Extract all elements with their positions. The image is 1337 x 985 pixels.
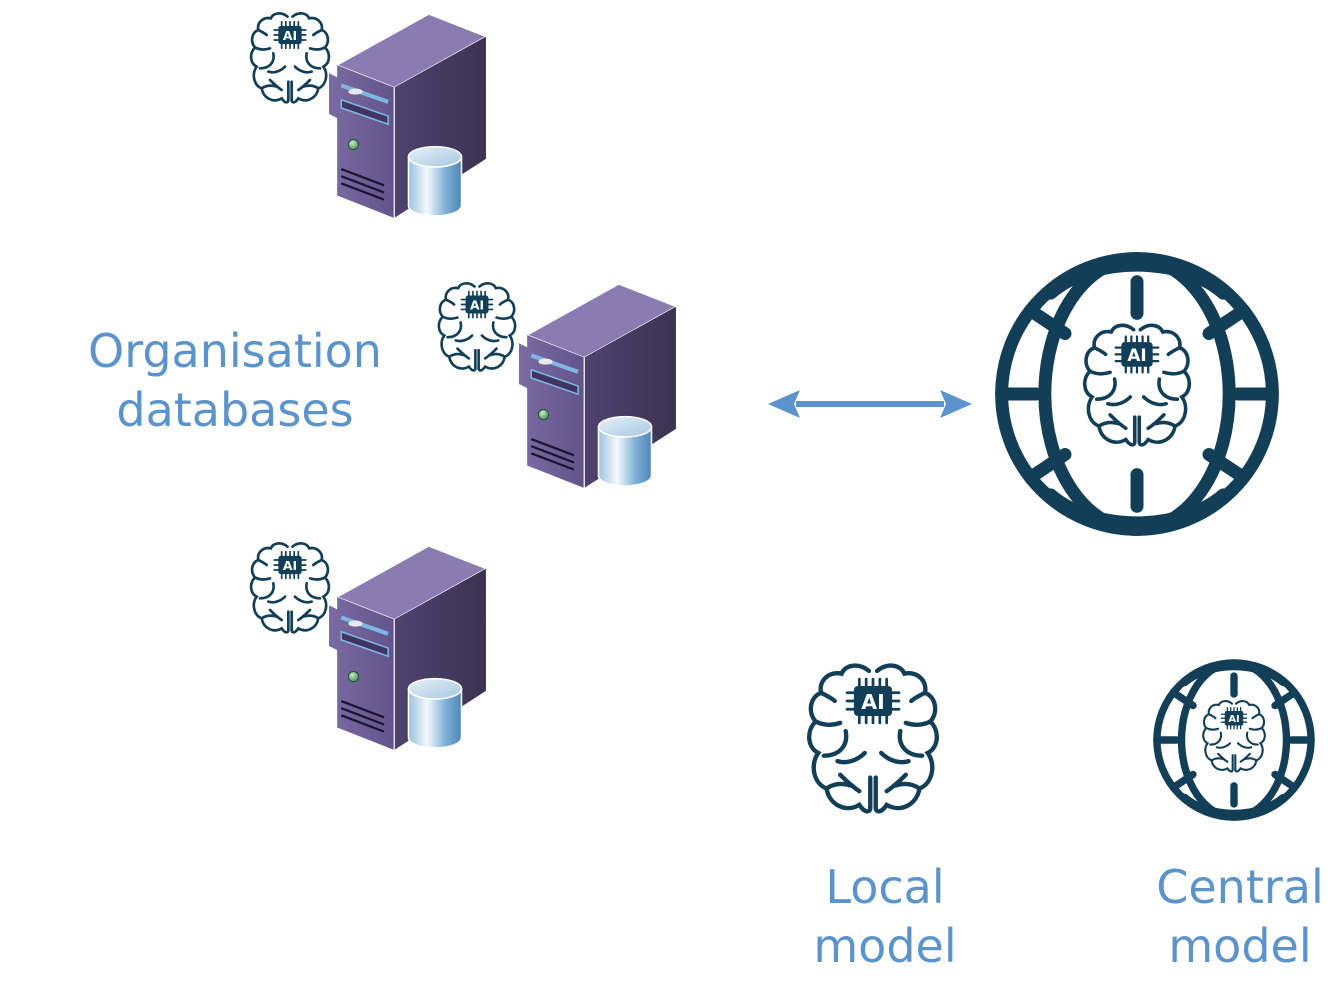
label-line-1: Organisation <box>88 324 382 378</box>
server-1 <box>326 6 491 220</box>
local-model-icon-server-3 <box>244 540 336 640</box>
double-arrow-icon <box>768 390 972 418</box>
brain-ai-icon <box>800 660 946 824</box>
server-3 <box>326 538 491 752</box>
brain-ai-icon <box>1081 320 1193 456</box>
brain-ai-icon <box>244 540 336 640</box>
legend-label-line-2: model <box>1168 918 1312 973</box>
legend-label-line-1: Local <box>825 860 945 914</box>
brain-ai-icon <box>244 10 336 110</box>
legend-label-line-1: Central <box>1156 860 1324 914</box>
organisation-databases-label: Organisation databases <box>80 322 390 440</box>
legend-label-line-2: model <box>813 918 957 973</box>
legend-local-model <box>800 660 950 830</box>
local-model-icon-server-2 <box>432 280 522 378</box>
bidirectional-arrow <box>766 386 974 422</box>
database-server-icon <box>326 538 491 752</box>
legend-local-model-label: Local model <box>790 858 980 976</box>
central-model <box>993 250 1281 538</box>
legend-central-model-label: Central model <box>1145 858 1335 976</box>
server-2 <box>516 276 681 490</box>
database-server-icon <box>516 276 681 490</box>
label-line-2: databases <box>116 382 354 437</box>
database-server-icon <box>326 6 491 220</box>
local-model-icon-server-1 <box>244 10 336 110</box>
brain-ai-icon <box>1201 698 1267 778</box>
legend-central-model <box>1152 658 1318 824</box>
brain-ai-icon <box>432 280 522 378</box>
